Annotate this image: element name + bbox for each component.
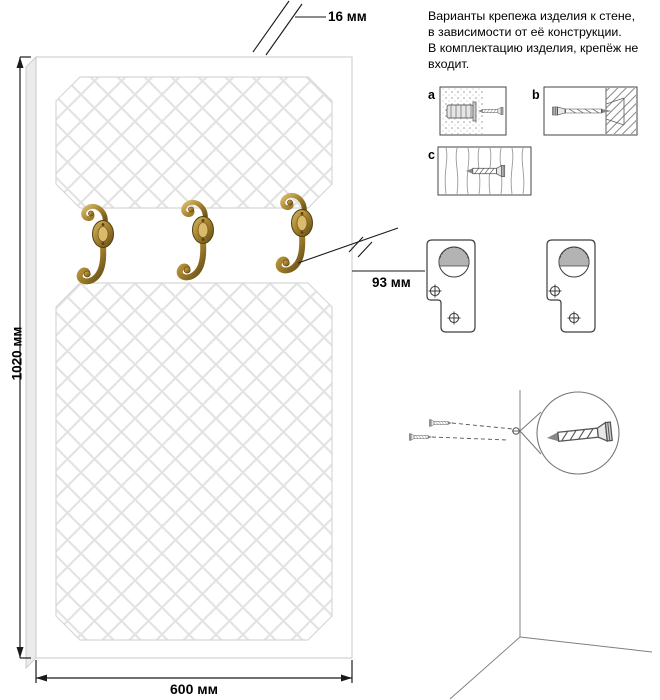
- small-screw-icon: [409, 433, 433, 441]
- keyhole-bracket-left: [426, 239, 476, 333]
- height-dimension-label: 1020 мм: [9, 326, 25, 381]
- hanger-panel: [25, 56, 353, 669]
- small-screw-icon: [429, 419, 453, 427]
- fastener-diagram-c: [437, 146, 532, 196]
- fastener-b-label: b: [532, 88, 540, 102]
- fastener-diagram-b: [543, 86, 638, 136]
- hook-offset-dimension-label: 93 мм: [372, 275, 411, 290]
- mounting-note-line: Варианты крепежа изделия к стене,: [428, 9, 636, 23]
- bottom-quilted-pattern: [55, 282, 333, 641]
- mounting-note-line: входит.: [428, 57, 470, 71]
- width-dimension-label: 600 мм: [170, 681, 218, 697]
- thickness-callout-lines: [252, 0, 326, 56]
- panel-side-edge: [25, 56, 37, 669]
- fastener-diagram-a: [439, 86, 507, 136]
- anchor-wings: [605, 97, 625, 126]
- mounting-note-line: В комплектацию изделия, крепёж не: [428, 41, 639, 55]
- height-dimension-line: [16, 56, 31, 659]
- hook-offset-callout-lines: [297, 227, 425, 272]
- keyhole-bracket-right: [546, 239, 596, 333]
- fastener-c-label: c: [428, 148, 435, 162]
- thickness-dimension-label: 16 мм: [328, 9, 367, 24]
- fastener-a-label: a: [428, 88, 435, 102]
- mounting-note-line: в зависимости от её конструкции.: [428, 25, 622, 39]
- top-quilted-pattern: [55, 76, 333, 209]
- mounting-note: Варианты крепежа изделия к стене, в зави…: [428, 8, 658, 72]
- width-dimension-line: [35, 660, 353, 683]
- wall-corner-illustration: [409, 390, 653, 700]
